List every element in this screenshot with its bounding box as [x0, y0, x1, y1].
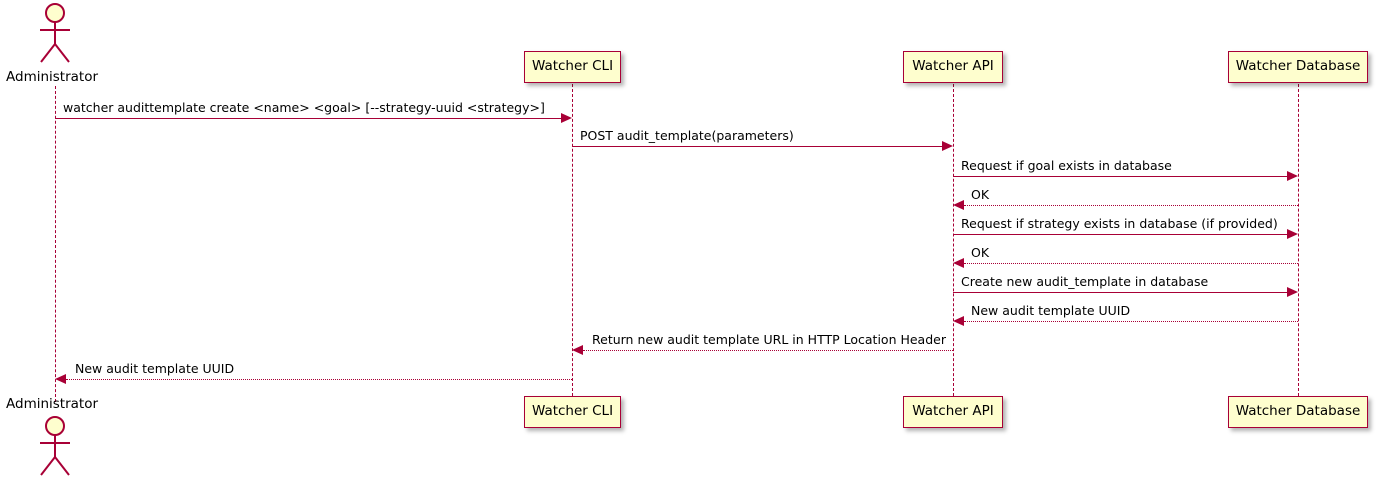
actor-stick-figure-icon [40, 416, 70, 476]
message-line-4 [964, 205, 1298, 206]
message-label-3: Request if goal exists in database [961, 158, 1172, 173]
participant-watcher-api-bottom[interactable]: Watcher API [903, 396, 1003, 428]
message-label-7: Create new audit_template in database [961, 274, 1209, 289]
message-line-6 [964, 263, 1298, 264]
actor-administrator-top [33, 2, 77, 64]
message-arrowhead-6 [953, 258, 964, 268]
message-arrowhead-7 [1287, 287, 1298, 297]
lifeline-watcher-cli [572, 84, 573, 396]
actor-administrator-bottom [33, 415, 77, 477]
message-label-4: OK [971, 187, 990, 202]
actor-label-administrator-bottom: Administrator [6, 396, 99, 412]
message-arrowhead-2 [942, 141, 953, 151]
message-arrowhead-3 [1287, 171, 1298, 181]
message-label-1: watcher audittemplate create <name> <goa… [63, 100, 545, 115]
participant-watcher-database-bottom[interactable]: Watcher Database [1228, 396, 1368, 428]
message-line-5 [953, 234, 1287, 235]
lifeline-watcher-database [1298, 84, 1299, 396]
message-label-9: Return new audit template URL in HTTP Lo… [592, 332, 946, 347]
actor-stick-figure-icon [40, 3, 70, 63]
message-arrowhead-5 [1287, 229, 1298, 239]
message-line-10 [66, 379, 572, 380]
message-label-5: Request if strategy exists in database (… [961, 216, 1278, 231]
message-line-9 [583, 350, 953, 351]
message-line-1 [55, 118, 561, 119]
message-arrowhead-9 [572, 345, 583, 355]
message-line-2 [572, 146, 942, 147]
message-label-8: New audit template UUID [971, 303, 1131, 318]
message-arrowhead-1 [561, 113, 572, 123]
message-label-2: POST audit_template(parameters) [580, 128, 794, 143]
message-arrowhead-10 [55, 374, 66, 384]
actor-label-administrator-top: Administrator [6, 69, 99, 85]
message-line-3 [953, 176, 1287, 177]
lifeline-administrator [55, 86, 56, 402]
message-line-8 [964, 321, 1298, 322]
message-arrowhead-8 [953, 316, 964, 326]
participant-watcher-cli-bottom[interactable]: Watcher CLI [524, 396, 621, 428]
message-line-7 [953, 292, 1287, 293]
lifeline-watcher-api [953, 84, 954, 396]
message-label-6: OK [971, 245, 990, 260]
participant-watcher-api-top[interactable]: Watcher API [903, 51, 1003, 83]
message-arrowhead-4 [953, 200, 964, 210]
participant-watcher-cli-top[interactable]: Watcher CLI [524, 51, 621, 83]
participant-watcher-database-top[interactable]: Watcher Database [1228, 51, 1368, 83]
message-label-10: New audit template UUID [75, 361, 235, 376]
